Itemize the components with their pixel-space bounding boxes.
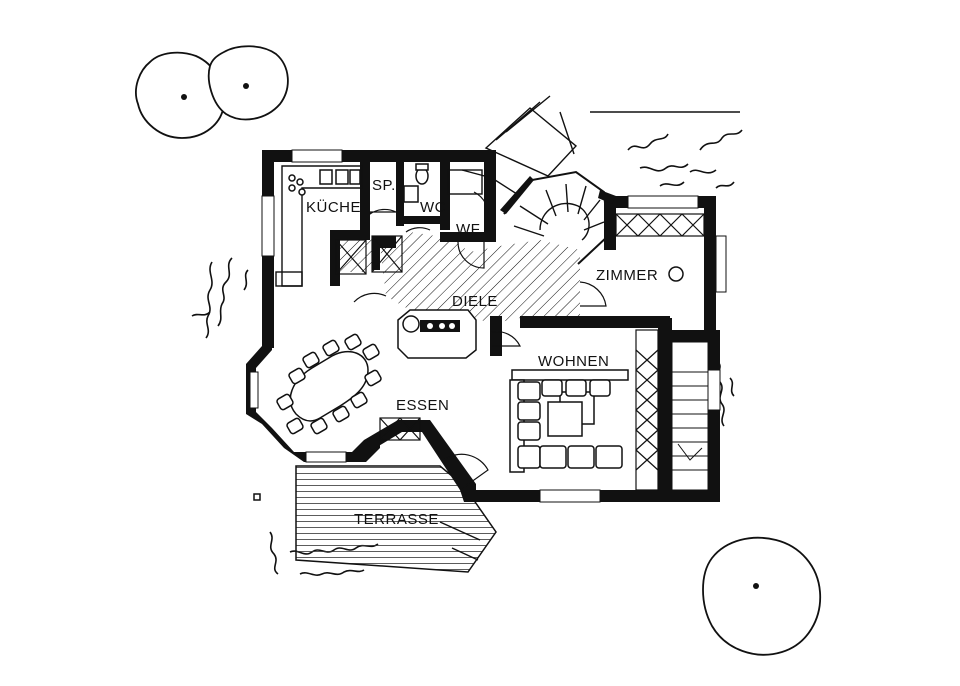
room-labels: KÜCHE SP. WC WF DIELE ZIMMER WOHNEN ESSE… — [306, 177, 658, 528]
diele-hatch — [340, 232, 580, 322]
windows — [249, 149, 727, 503]
doors — [353, 191, 607, 491]
sanitary — [403, 163, 483, 203]
terrace — [295, 465, 497, 573]
dining-table — [276, 333, 382, 435]
label-wf: WF — [456, 221, 480, 238]
stairs-right — [671, 341, 709, 491]
label-kueche: KÜCHE — [306, 198, 361, 216]
label-diele: DIELE — [452, 293, 498, 310]
trees — [135, 45, 822, 656]
label-wc: WC — [420, 199, 446, 216]
label-wohnen: WOHNEN — [538, 353, 609, 370]
entrance-area — [461, 95, 740, 197]
kitchen-island — [397, 309, 477, 359]
label-terrasse: TERRASSE — [354, 511, 439, 528]
tree-top-left-2 — [207, 45, 289, 121]
tree-bottom-right — [702, 536, 822, 656]
living-furniture — [509, 369, 629, 473]
label-zimmer: ZIMMER — [596, 267, 658, 284]
symbols — [253, 266, 684, 501]
shelving — [335, 213, 705, 491]
tree-top-left — [135, 51, 226, 139]
label-essen: ESSEN — [396, 397, 449, 414]
label-sp: SP. — [372, 177, 396, 194]
